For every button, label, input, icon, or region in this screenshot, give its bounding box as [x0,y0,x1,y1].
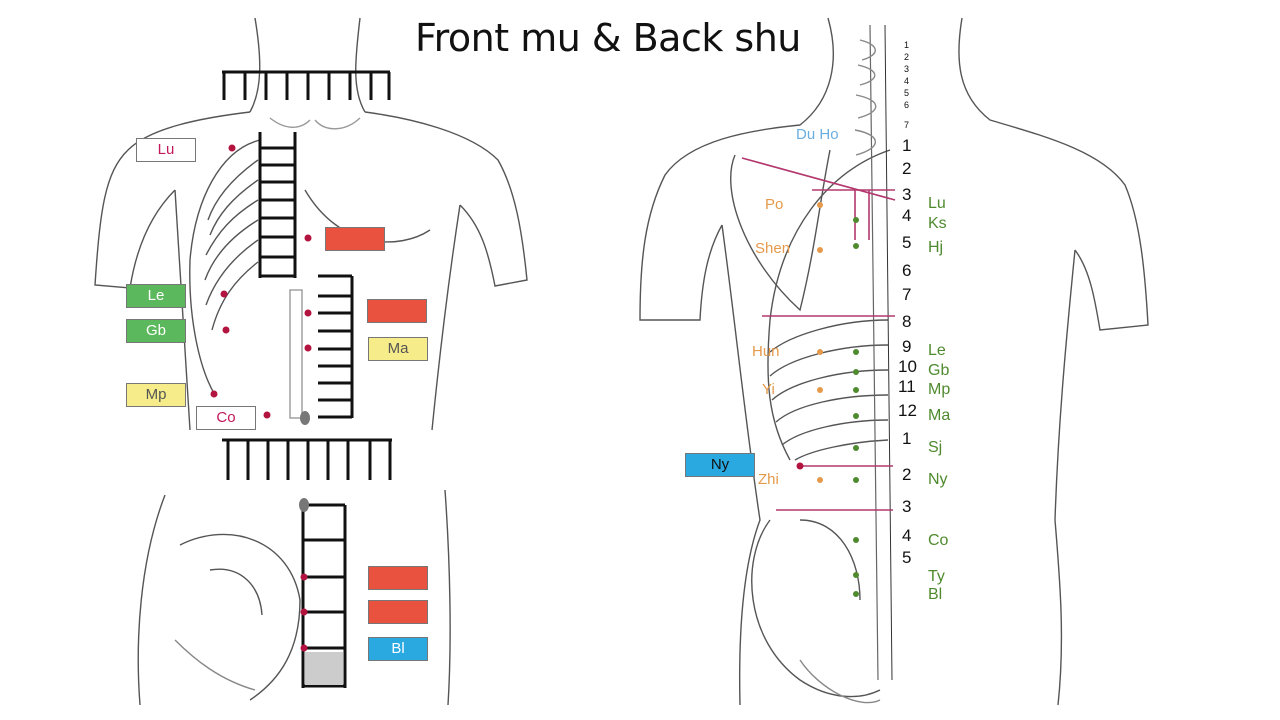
shu-le: Le [928,342,946,359]
shu-hj: Hj [928,239,944,256]
red-box-lower-1 [368,566,428,590]
label-ma-front: Ma [368,337,428,361]
shu-co: Co [928,532,949,549]
shu-gb: Gb [928,362,950,379]
red-box-pericardium [325,227,385,251]
shu-ny: Ny [928,471,948,488]
front-pelvis-outline [137,489,451,706]
red-box-stomach-area [367,299,427,323]
label-co-front: Co [196,406,256,430]
back-pelvis [751,519,881,698]
label-shen: Shen [755,240,791,257]
shu-lu: Lu [928,195,946,212]
label-gb-front: Gb [126,319,186,343]
red-box-lower-2 [368,600,428,624]
label-hun: Hun [752,343,780,360]
label-ny-back-box: Ny [685,453,755,477]
label-yi: Yi [762,381,775,398]
label-lu-front: Lu [136,138,196,162]
shu-bl: Bl [928,586,943,603]
label-zhi: Zhi [758,471,779,488]
label-po: Po [765,196,784,213]
shu-ma: Ma [928,407,951,424]
front-rib-cage [189,139,261,396]
label-le-front: Le [126,284,186,308]
shu-ty: Ty [928,568,945,585]
shu-sj: Sj [928,439,943,456]
shu-mp: Mp [928,381,951,398]
label-mp-front: Mp [126,383,186,407]
back-scapula [730,149,831,312]
label-du: Du Ho [796,126,839,143]
diagram-title: Front mu & Back shu [415,16,801,60]
label-bl-front: Bl [368,637,428,661]
back-outline [639,17,834,321]
back-spine [869,24,879,681]
front-shoulder-outline [94,111,251,289]
shu-ks: Ks [928,215,947,232]
back-rib-cage [767,149,891,461]
